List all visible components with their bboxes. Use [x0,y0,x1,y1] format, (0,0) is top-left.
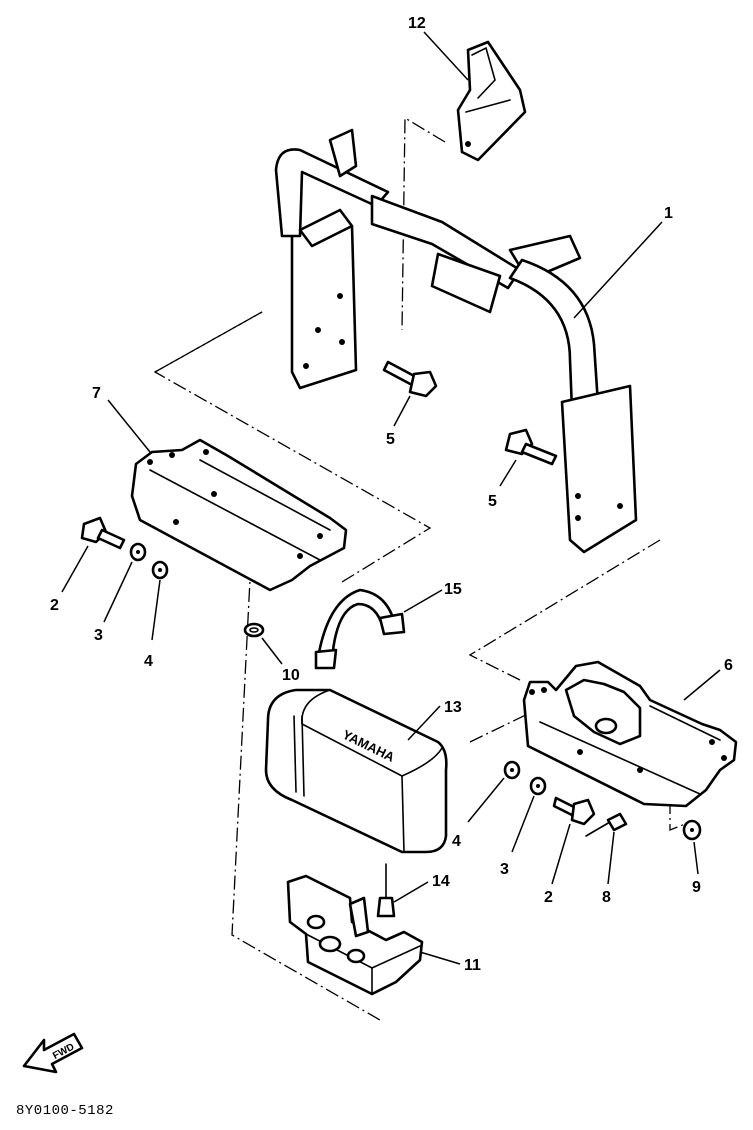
part-3-washer-right [529,776,547,796]
assembly-lines [153,116,691,1021]
part-2-bolt-left [80,516,126,550]
callout-14: 10 [282,667,300,684]
callout-4-left: 4 [144,653,153,670]
callout-labels: 12 1 5 5 7 2 3 4 10 15 13 6 4 3 2 8 9 14… [50,15,733,974]
part-2-bolt-right [552,796,596,826]
callout-5-lower: 5 [488,493,497,510]
callout-6: 6 [724,657,733,674]
callout-2-right: 2 [544,889,553,906]
part-8-pin [585,812,628,837]
callout-2-left: 2 [50,597,59,614]
callout-11: 13 [444,699,462,716]
part-4-washer-right [503,760,521,780]
callout-3-right: 3 [500,861,509,878]
callout-15: 15 [444,581,462,598]
forward-arrow-icon [22,1032,84,1074]
part-10-bracket [456,40,527,162]
part-9-nut [682,819,702,841]
callout-7: 7 [92,385,101,402]
callout-12: 11 [464,957,481,974]
part-5-bolt-lower [504,428,558,466]
part-4-washer-left [151,560,169,580]
callout-9: 9 [692,879,701,896]
part-11-battery [264,688,448,854]
callout-10: 12 [408,15,426,32]
part-14-grommet [243,622,265,638]
part-15-strap [314,588,406,670]
diagram-code: 8Y0100-5182 [16,1103,114,1119]
callout-13: 14 [432,873,450,890]
part-13-pin [376,863,396,918]
callout-8: 8 [602,889,611,906]
callout-4-right: 4 [452,833,461,850]
callout-5-upper: 5 [386,431,395,448]
part-12-battery-tray [286,874,424,996]
part-1-frame [274,128,638,554]
callout-leaders [61,31,721,965]
part-7-bracket [130,438,348,592]
callout-3-left: 3 [94,627,103,644]
callout-1: 1 [664,205,673,222]
part-3-washer-left [129,542,147,562]
part-5-bolt-upper [382,360,438,398]
part-6-bracket [522,660,738,808]
